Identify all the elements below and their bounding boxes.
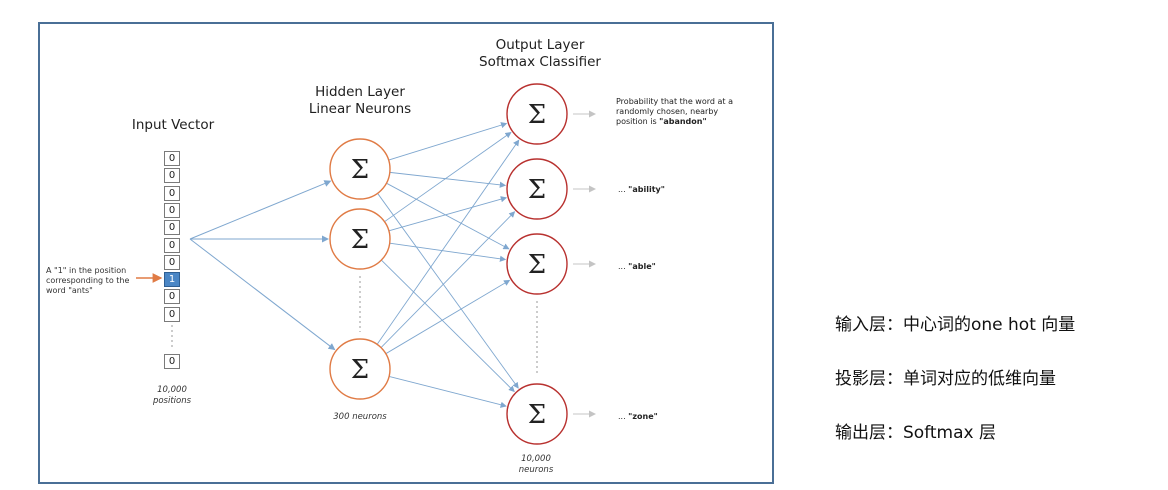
hidden-output-connection: [384, 131, 512, 223]
input-vector-cell: 0: [164, 289, 180, 305]
input-vector-cell: 0: [164, 168, 180, 184]
hidden-output-connection: [388, 375, 507, 408]
output-label-ability-prefix: ...: [618, 185, 629, 194]
hidden-output-connection: [389, 242, 507, 262]
output-word-abandon: "abandon": [659, 117, 707, 126]
output-label-abandon: Probability that the word at a randomly …: [616, 97, 733, 127]
word2vec-diagram: Σ Σ Σ Σ Σ Σ Σ Input Vector Hidden Layer Linear…: [38, 22, 774, 484]
legend-output-layer: 输出层：Softmax 层: [835, 423, 996, 443]
hidden-neuron-count: 300 neurons: [333, 412, 387, 422]
output-neuron: [506, 233, 568, 295]
input-vector-cell: 0: [164, 185, 180, 201]
hidden-output-connection: [385, 279, 511, 355]
input-note-line2: corresponding to the: [46, 276, 130, 285]
input-note: A "1" in the position corresponding to t…: [46, 266, 142, 296]
output-label-able: ... "able": [618, 262, 656, 272]
input-count-line1: 10,000: [157, 385, 187, 395]
output-neuron-sigma: Σ: [528, 100, 546, 130]
input-vector-hot-cell: 1: [164, 272, 180, 288]
output-neuron-sigma: Σ: [528, 175, 546, 205]
hidden-output-connection: [388, 196, 508, 232]
hidden-output-connection: [381, 259, 515, 393]
layer-legend: 输入层：中心词的one hot 向量 投影层：单词对应的低维向量 输出层：Sof…: [835, 312, 1165, 474]
hidden-output-connection: [389, 171, 507, 188]
input-note-line1: A "1" in the position: [46, 266, 127, 275]
output-neuron-sigma: Σ: [528, 250, 546, 280]
output-label-abandon-line2: randomly chosen, nearby: [616, 107, 719, 116]
input-positions-count: 10,000 positions: [142, 385, 202, 407]
hidden-layer-title-line1: Hidden Layer: [315, 84, 405, 100]
hidden-output-connection: [386, 182, 510, 250]
hidden-layer-title-line2: Linear Neurons: [308, 101, 412, 117]
hidden-neuron-sigma: Σ: [351, 155, 369, 185]
output-count-line1: 10,000: [521, 454, 551, 464]
hidden-output-connection: [380, 211, 516, 348]
input-vector-cell: 0: [164, 237, 180, 253]
input-vector-cell: 0: [164, 202, 180, 218]
output-layer-title-line2: Softmax Classifier: [479, 54, 601, 70]
hidden-neuron: [329, 338, 391, 400]
output-label-abandon-line3: position is "abandon": [616, 117, 733, 127]
network-connections: Σ Σ Σ Σ Σ Σ Σ: [136, 83, 596, 445]
input-vector-cell: 0: [164, 306, 180, 322]
output-label-zone-prefix: ...: [618, 412, 629, 421]
output-layer-title: Output Layer Softmax Classifier: [460, 37, 620, 71]
input-note-line3: word "ants": [46, 286, 93, 295]
input-vector-cell: 0: [164, 254, 180, 270]
output-word-zone: "zone": [628, 412, 658, 421]
output-label-zone: ... "zone": [618, 412, 658, 422]
input-count-line2: positions: [152, 396, 192, 406]
output-label-abandon-prefix: position is: [616, 117, 660, 126]
hidden-layer-title: Hidden Layer Linear Neurons: [290, 84, 430, 118]
input-hidden-connection: [189, 238, 336, 351]
output-label-abandon-line1: Probability that the word at a: [616, 97, 733, 106]
hidden-neuron: [329, 208, 391, 270]
hidden-neuron-sigma: Σ: [351, 225, 369, 255]
hidden-neuron-sigma: Σ: [351, 355, 369, 385]
output-neuron-count: 10,000 neurons: [506, 454, 566, 476]
hidden-neuron: [329, 138, 391, 200]
output-label-able-prefix: ...: [618, 262, 629, 271]
output-layer-title-line1: Output Layer: [495, 37, 585, 53]
output-neuron: [506, 383, 568, 445]
output-neuron-sigma: Σ: [528, 400, 546, 430]
input-vector-last-cell: 0: [164, 354, 180, 369]
legend-input-layer: 输入层：中心词的one hot 向量: [835, 315, 1076, 335]
output-neuron: [506, 83, 568, 145]
input-hidden-connection: [189, 180, 332, 240]
legend-projection-layer: 投影层：单词对应的低维向量: [835, 369, 1056, 389]
input-vector-cell: 0: [164, 220, 180, 236]
input-vector-title: Input Vector: [131, 117, 215, 133]
hidden-output-connection: [376, 139, 520, 345]
output-label-ability: ... "ability": [618, 185, 665, 195]
input-vector-cell: 0: [164, 151, 180, 166]
output-word-ability: "ability": [628, 185, 665, 194]
output-word-able: "able": [628, 262, 656, 271]
output-count-line2: neurons: [518, 465, 554, 475]
hidden-output-connection: [377, 193, 519, 389]
output-neuron: [506, 158, 568, 220]
hidden-output-connection: [388, 122, 508, 161]
